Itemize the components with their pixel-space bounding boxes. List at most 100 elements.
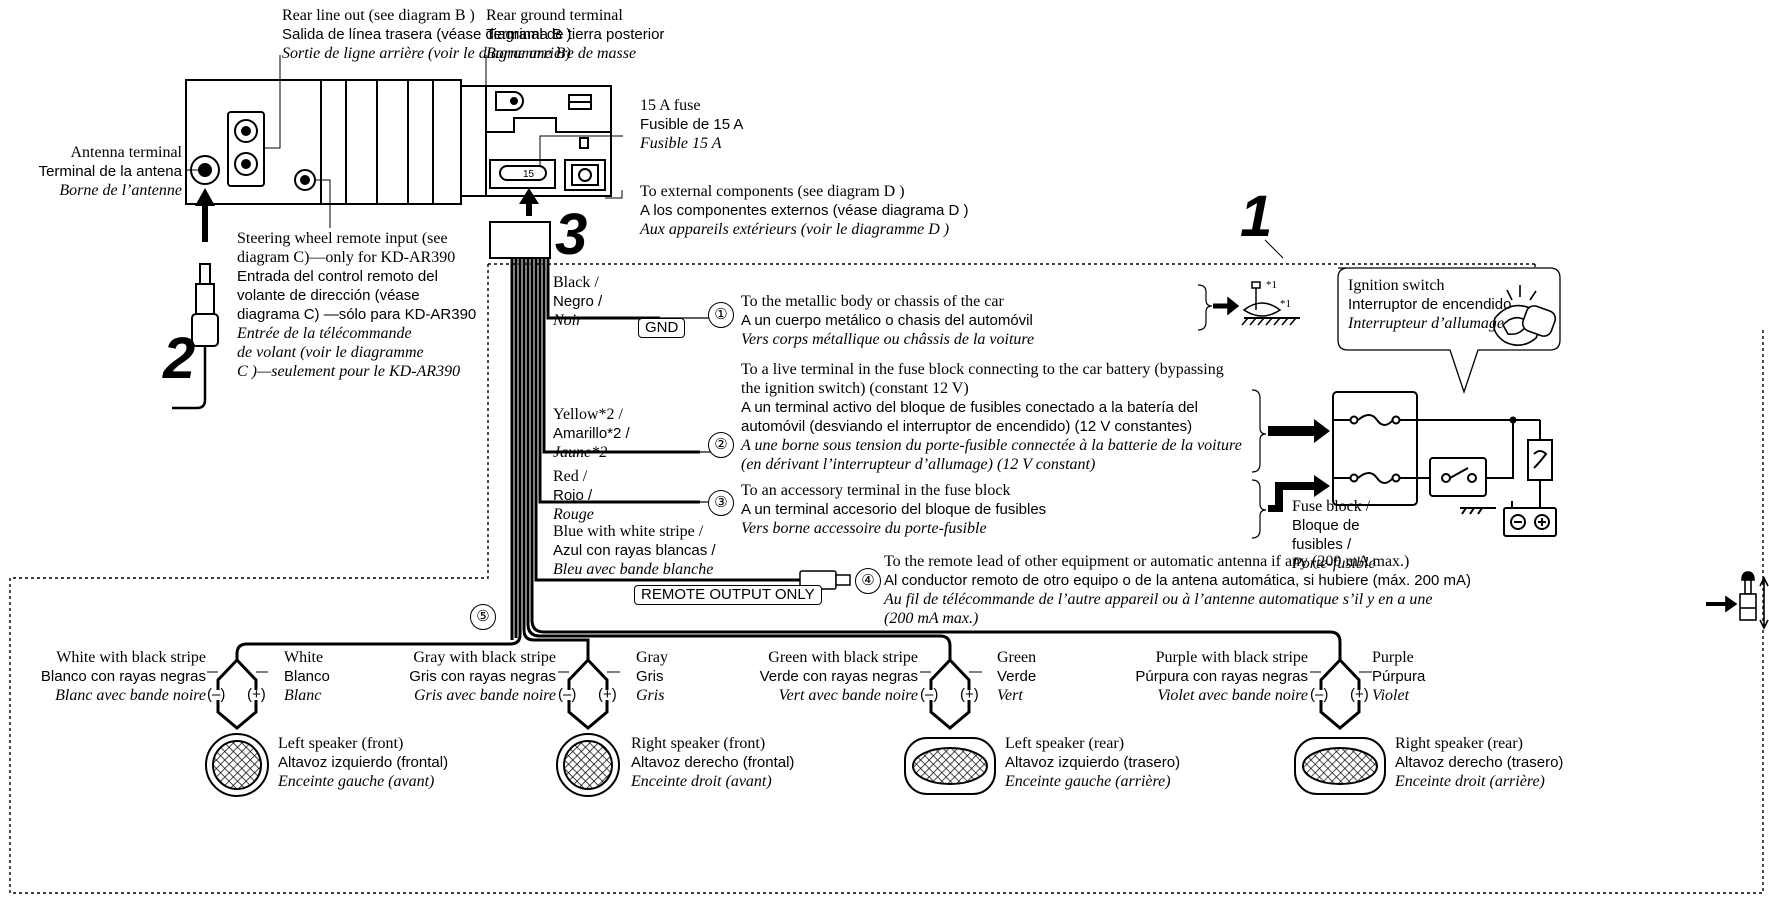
- steering-fr2: de volant (voir le diagramme: [237, 344, 424, 361]
- speaker-3-pos-es: Verde: [997, 668, 1037, 685]
- speaker-1-pos-en: White: [284, 649, 324, 666]
- speaker-4-neg-fr: Violet avec bande noire: [1157, 687, 1308, 704]
- callout-3: 3: [555, 202, 588, 267]
- fuse-fr: Fusible 15 A: [640, 135, 722, 152]
- wire-4-number: ④: [855, 568, 881, 594]
- speaker-4-pos-fr: Violet: [1372, 687, 1410, 704]
- speaker-1-neg-es: Blanco con rayas negras: [40, 668, 206, 685]
- external-components-label: To external components (see diagram D ) …: [640, 182, 969, 239]
- ignition-key-icon: [1492, 285, 1557, 346]
- ignition-callout: [1337, 267, 1561, 395]
- speaker-1-name-es: Altavoz izquierdo (frontal): [278, 754, 449, 771]
- ignition-switch-label: Ignition switch Interruptor de encendido…: [1348, 276, 1511, 333]
- rear-ground-en: Rear ground terminal: [486, 7, 623, 24]
- wire-2-fr1: A une borne sous tension du porte-fusibl…: [741, 437, 1242, 454]
- steering-es1: Entrada del control remoto del: [237, 268, 438, 285]
- fuse-value: 15: [523, 169, 535, 180]
- ground-screw-icon: [1213, 281, 1300, 326]
- wire-4-color-fr: Bleu avec bande blanche: [553, 561, 714, 578]
- fuse-en: 15 A fuse: [640, 97, 701, 114]
- braces: [1197, 284, 1267, 539]
- wire-4-fr1: Au fil de télécommande de l’autre appare…: [884, 591, 1433, 608]
- wire-3-color-en: Red /: [553, 468, 588, 485]
- speaker-3-pos-fr: Vert: [997, 687, 1023, 704]
- speaker-4-name-en: Right speaker (rear): [1395, 735, 1523, 752]
- speaker-1-pos-polarity: (+): [247, 686, 266, 703]
- speaker-4-name: Right speaker (rear) Altavoz derecho (tr…: [1395, 734, 1563, 791]
- antenna-fr: Borne de l’antenne: [59, 182, 182, 199]
- wire-3-fr: Vers borne accessoire du porte-fusible: [741, 520, 987, 537]
- wire-2-en2: the ignition switch) (constant 12 V): [741, 380, 969, 397]
- callout-2: 2: [163, 326, 196, 391]
- speaker-1-neg-label: White with black stripe Blanco con rayas…: [6, 648, 206, 705]
- steering-es2: volante de dirección (véase: [237, 287, 420, 304]
- speaker-2-pos-fr: Gris: [636, 687, 665, 704]
- speakers: [205, 733, 1386, 797]
- speaker-3-neg-fr: Vert avec bande noire: [778, 687, 918, 704]
- wire-4-fr2: (200 mA max.): [884, 610, 979, 627]
- speaker-2-neg-es: Gris con rayas negras: [409, 668, 556, 685]
- wire-harness: [235, 258, 1342, 660]
- external-fr: Aux appareils extérieurs (voir le diagra…: [640, 221, 950, 238]
- speaker-4-neg-polarity: (–): [1310, 686, 1329, 703]
- speaker-1-name: Left speaker (front) Altavoz izquierdo (…: [278, 734, 448, 791]
- wire-2-color-en: Yellow*2 /: [553, 406, 623, 423]
- footnote-mark-b: *1: [1280, 298, 1291, 310]
- wire-2-es2: automóvil (desviando el interruptor de e…: [741, 418, 1193, 435]
- gnd-tag: GND: [638, 318, 686, 338]
- speaker-4-name-es: Altavoz derecho (trasero): [1395, 754, 1564, 771]
- speaker-3-name-en: Left speaker (rear): [1005, 735, 1125, 752]
- speaker-4-pos-polarity: (+): [1350, 686, 1369, 703]
- callout-1: 1: [1240, 184, 1273, 249]
- ignition-es: Interruptor de encendido: [1348, 296, 1512, 313]
- wire-2-es1: A un terminal activo del bloque de fusib…: [741, 399, 1198, 416]
- speaker-2-pos-es: Gris: [636, 668, 664, 685]
- insert-arrows: [195, 188, 539, 242]
- fuse-block-es2: fusibles /: [1292, 536, 1352, 553]
- rear-ground-es: Terminal de tierra posterior: [486, 26, 665, 43]
- speaker-1-pos-es: Blanco: [284, 668, 330, 685]
- speaker-2-pos-en: Gray: [636, 649, 668, 666]
- wire-3-es: A un terminal accesorio del bloque de fu…: [741, 501, 1047, 518]
- speaker-4-pos-en: Purple: [1372, 649, 1414, 666]
- speaker-2-neg-en: Gray with black stripe: [413, 649, 556, 666]
- wire-1-color: Black / Negro / Noir: [553, 273, 602, 330]
- speaker-2-name-en: Right speaker (front): [631, 735, 766, 752]
- rear-line-out-fr: Sortie de ligne arrière (voir le diagram…: [282, 45, 571, 62]
- speaker-3-pos-label: Green Verde Vert: [997, 648, 1036, 705]
- wire-connector: [489, 221, 551, 259]
- wire-2-number: ②: [708, 432, 734, 458]
- wire-3-color-es: Rojo /: [553, 487, 593, 504]
- remote-output-tag: REMOTE OUTPUT ONLY: [634, 585, 822, 605]
- speaker-2-pos-polarity: (+): [598, 686, 617, 703]
- speaker-1-pos-label: White Blanco Blanc: [284, 648, 330, 705]
- steering-en1: Steering wheel remote input (see: [237, 230, 448, 247]
- wire-3-en: To an accessory terminal in the fuse blo…: [741, 482, 1011, 499]
- auto-antenna-icon: [1706, 571, 1769, 630]
- speaker-2-pos-label: Gray Gris Gris: [636, 648, 668, 705]
- antenna-terminal-label: Antenna terminal Terminal de la antena B…: [0, 143, 182, 200]
- rear-line-out-en: Rear line out (see diagram B ): [282, 7, 475, 24]
- wire-4-color: Blue with white stripe / Azul con rayas …: [553, 522, 716, 579]
- wire-1-number: ①: [708, 302, 734, 328]
- wire-1-es: A un cuerpo metálico o chasis del automó…: [741, 312, 1033, 329]
- antenna-en: Antenna terminal: [70, 144, 182, 161]
- fuse-block-es: Bloque de: [1292, 517, 1360, 534]
- speaker-2-neg-label: Gray with black stripe Gris con rayas ne…: [356, 648, 556, 705]
- rear-ground-fr: Borne arrière de masse: [486, 45, 637, 62]
- wire-1-color-en: Black /: [553, 274, 599, 291]
- wire-5-number: ⑤: [470, 604, 496, 630]
- wire-2-desc: To a live terminal in the fuse block con…: [741, 360, 1242, 474]
- ignition-en: Ignition switch: [1348, 277, 1445, 294]
- wire-2-fr2: (en dérivant l’interrupteur d’allumage) …: [741, 456, 1096, 473]
- wire-3-number: ③: [708, 490, 734, 516]
- speaker-3-name-fr: Enceinte gauche (arrière): [1005, 773, 1171, 790]
- speaker-3-pos-en: Green: [997, 649, 1037, 666]
- antenna-plug: [172, 263, 219, 410]
- wire-1-desc: To the metallic body or chassis of the c…: [741, 292, 1034, 349]
- speaker-4-neg-es: Púrpura con rayas negras: [1135, 668, 1308, 685]
- speaker-2-name: Right speaker (front) Altavoz derecho (f…: [631, 734, 794, 791]
- antenna-es: Terminal de la antena: [38, 163, 182, 180]
- speaker-3-name-es: Altavoz izquierdo (trasero): [1005, 754, 1181, 771]
